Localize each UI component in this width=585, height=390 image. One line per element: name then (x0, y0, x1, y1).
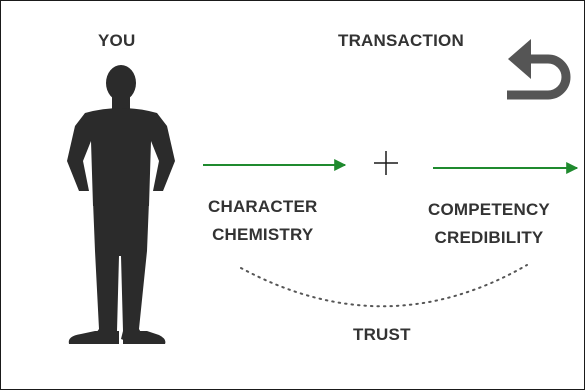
chemistry-text: CHEMISTRY (212, 225, 314, 244)
plus-icon (374, 151, 398, 175)
you-label: YOU (98, 31, 136, 50)
character-text: CHARACTER (208, 197, 318, 216)
transaction-label: TRANSACTION (338, 31, 464, 50)
competency-text: COMPETENCY (428, 200, 550, 219)
undo-arrow-icon (507, 39, 571, 100)
character-chemistry-label: CHARACTER CHEMISTRY (208, 193, 317, 249)
trust-label: TRUST (353, 325, 411, 344)
credibility-text: CREDIBILITY (434, 228, 544, 247)
competency-credibility-label: COMPETENCY CREDIBILITY (428, 196, 550, 252)
person-silhouette-icon (67, 65, 175, 344)
trust-arc (240, 264, 528, 308)
